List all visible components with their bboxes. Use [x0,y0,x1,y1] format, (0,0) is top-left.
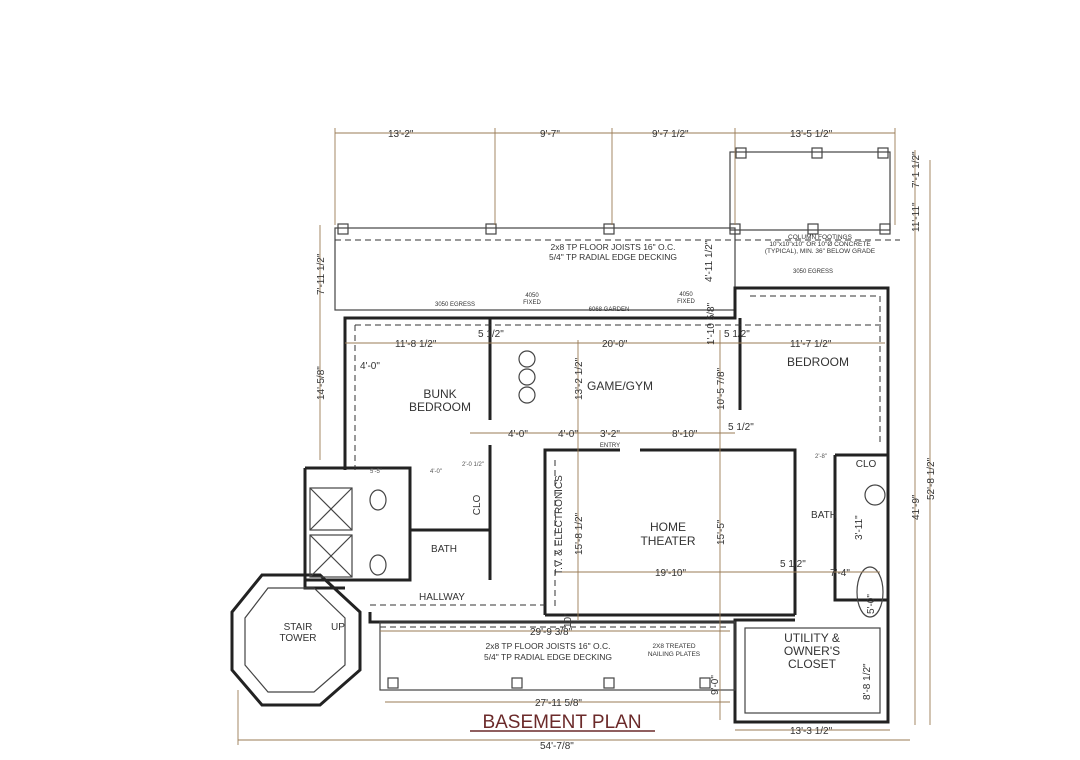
dim-theater-depth-2: 15'-5" [716,519,727,545]
note-footings-2: 10"x10"x10" OR 10"Ø CONCRETE [769,241,871,248]
dim-wall-e: 5 1/2" [780,559,806,570]
room-stair-tower-2: TOWER [279,633,316,644]
window-egress-right: 3050 EGRESS [793,269,833,275]
room-stair-tower: STAIR [284,622,313,633]
room-utility-3: CLOSET [788,657,837,671]
dim-bedroom-width: 11'-7 1/2" [790,339,832,350]
note-joists-bottom: 2x8 TP FLOOR JOISTS 16" O.C. [485,641,610,651]
note-nailing-2: NAILING PLATES [648,651,701,658]
dim-top-1: 13'-2" [388,129,414,140]
room-home-theater: HOME [650,520,686,534]
note-footings-1: COLUMN FOOTINGS [788,234,853,241]
dim-top-4: 13'-5 1/2" [790,129,833,140]
room-bath-left: BATH [431,544,457,555]
dim-wall-c: 5 1/2" [724,329,750,340]
room-entry: ENTRY [600,443,620,449]
dimension-lines [237,128,931,745]
dim-game-width: 20'-0" [602,339,628,350]
note-footings-3: (TYPICAL), MIN. 36" BELOW GRADE [765,248,876,255]
room-tv-electronics: T.V. & ELECTRONICS [554,475,565,575]
dim-bunk-small-2: 4'-0" [430,469,442,475]
window-egress-left: 3050 EGRESS [435,302,475,308]
dim-small: 10" [563,613,574,628]
window-fixed-right: 4050 [679,292,693,298]
note-decking-bottom: 5/4" TP RADIAL EDGE DECKING [484,652,612,662]
dim-row-4: 8'-10" [672,429,698,440]
room-up: UP [331,622,345,633]
dim-utility-depth: 8'-8 1/2" [862,663,873,700]
dim-left-a: 7'-11 1/2" [316,253,327,295]
window-fixed-left: 4050 [525,293,539,299]
dim-top-2: 9'-7" [540,129,560,140]
note-joists-top: 2x8 TP FLOOR JOISTS 16" O.C. [550,242,675,252]
dim-bath-width: 7'-4" [830,568,850,579]
room-hallway: HALLWAY [419,592,465,603]
dim-bunk-small-1: 5'-5" [370,469,382,475]
dim-theater-width: 19'-10" [655,568,686,579]
room-clo-right: CLO [856,459,877,470]
dim-right-a: 11'-11" [911,202,922,232]
plan-title: BASEMENT PLAN [482,712,641,733]
room-home-theater-2: THEATER [640,534,695,548]
dim-deck-inner: 27'-11 5/8" [535,698,582,709]
dim-row-1: 4'-0" [508,429,528,440]
room-bunk-bedroom-2: BEDROOM [409,400,471,414]
dim-wc: 3'-11" [854,515,865,540]
dim-deck-outer: 29'-9 3/8" [530,627,573,638]
room-bunk-bedroom: BUNK [423,387,456,401]
room-labels: BUNK BEDROOM GAME/GYM BEDROOM HOME THEAT… [279,355,876,671]
room-game-gym: GAME/GYM [587,379,653,393]
lower-deck [379,621,881,714]
room-bedroom: BEDROOM [787,355,849,369]
dim-wall-a: 5 1/2" [478,329,504,340]
dim-tub: 5'-0" [866,594,877,614]
note-decking-top: 5/4" TP RADIAL EDGE DECKING [549,252,677,262]
dim-row-3: 3'-2" [600,429,620,440]
dim-theater-depth: 15'-8 1/2" [574,512,585,555]
dim-bunk-inner: 4'-0" [360,361,380,372]
upper-deck [334,147,900,311]
dim-overall: 54'-7/8" [540,741,574,752]
dim-game-depth: 13'-2 1/2" [574,357,585,400]
dim-deck-height: 9'-0" [710,675,721,695]
dim-bunk-small-3: 2'-0 1/2" [462,462,484,468]
room-bath-right: BATH [811,510,837,521]
dim-game-depth-2: 10'-5 7/8" [716,367,727,410]
window-fixed-right-2: FIXED [677,299,695,305]
window-fixed-left-2: FIXED [523,300,541,306]
dimension-labels: 13'-2" 9'-7" 9'-7 1/2" 13'-5 1/2" 11'-11… [316,129,937,752]
walls [230,286,890,724]
dim-utility-width: 13'-3 1/2" [790,726,833,737]
room-clo-left: CLO [472,494,483,515]
dim-right-main: 41'-9" [911,494,922,520]
dim-row-2: 4'-0" [558,429,578,440]
dim-wall-d: 5 1/2" [728,422,754,433]
dim-top-3: 9'-7 1/2" [652,129,689,140]
dim-door: 2'-8" [815,454,827,460]
note-nailing-1: 2X8 TREATED [652,643,695,650]
window-garden: 6068 GARDEN [589,307,630,313]
dim-right-total: 52'-8 1/2" [926,457,937,500]
notes: 2x8 TP FLOOR JOISTS 16" O.C. 5/4" TP RAD… [435,234,876,662]
dim-bunk-width: 11'-8 1/2" [395,339,437,350]
room-utility: UTILITY & [784,631,840,645]
room-utility-2: OWNER'S [784,644,840,658]
dim-wall-b: 1'-10 5/8" [706,302,717,345]
dim-left-b: 14'-5/8" [316,366,327,400]
dim-deck-depth: 4'-11 1/2" [704,240,715,282]
dim-right-b: 7'-1 1/2" [911,151,922,188]
